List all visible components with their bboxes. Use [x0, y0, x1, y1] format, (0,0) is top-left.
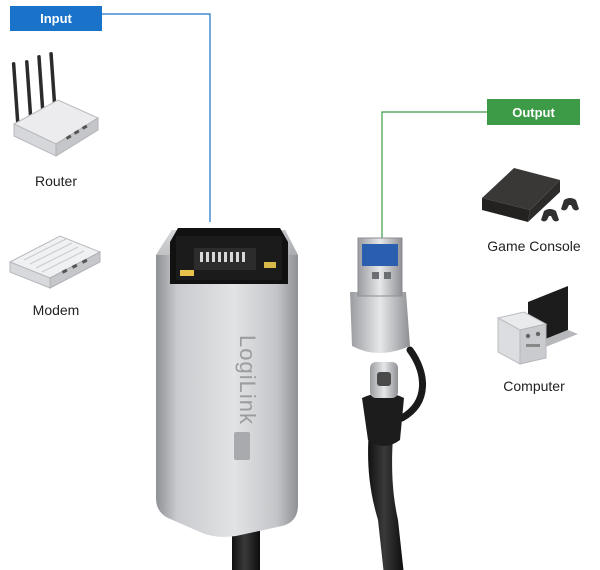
rj45-pins — [200, 252, 245, 262]
link-led — [180, 270, 194, 276]
brand-logo: LogiLink — [235, 335, 260, 425]
game-console-label: Game Console — [487, 238, 581, 254]
input-connector-line — [102, 13, 211, 222]
ethernet-adapter: LogiLink — [156, 228, 298, 570]
router-label: Router — [34, 173, 78, 189]
activity-led — [264, 262, 276, 268]
speed-badge — [234, 432, 250, 460]
usb-cable — [350, 237, 426, 570]
input-tag: Input — [10, 6, 102, 31]
modem-label: Modem — [32, 302, 80, 318]
output-tag: Output — [487, 99, 580, 125]
computer-label: Computer — [503, 378, 565, 394]
modem-icon — [8, 235, 102, 289]
output-connector-line — [381, 111, 487, 238]
game-console-icon — [482, 168, 579, 222]
computer-icon — [496, 286, 578, 365]
router-icon — [11, 52, 100, 157]
